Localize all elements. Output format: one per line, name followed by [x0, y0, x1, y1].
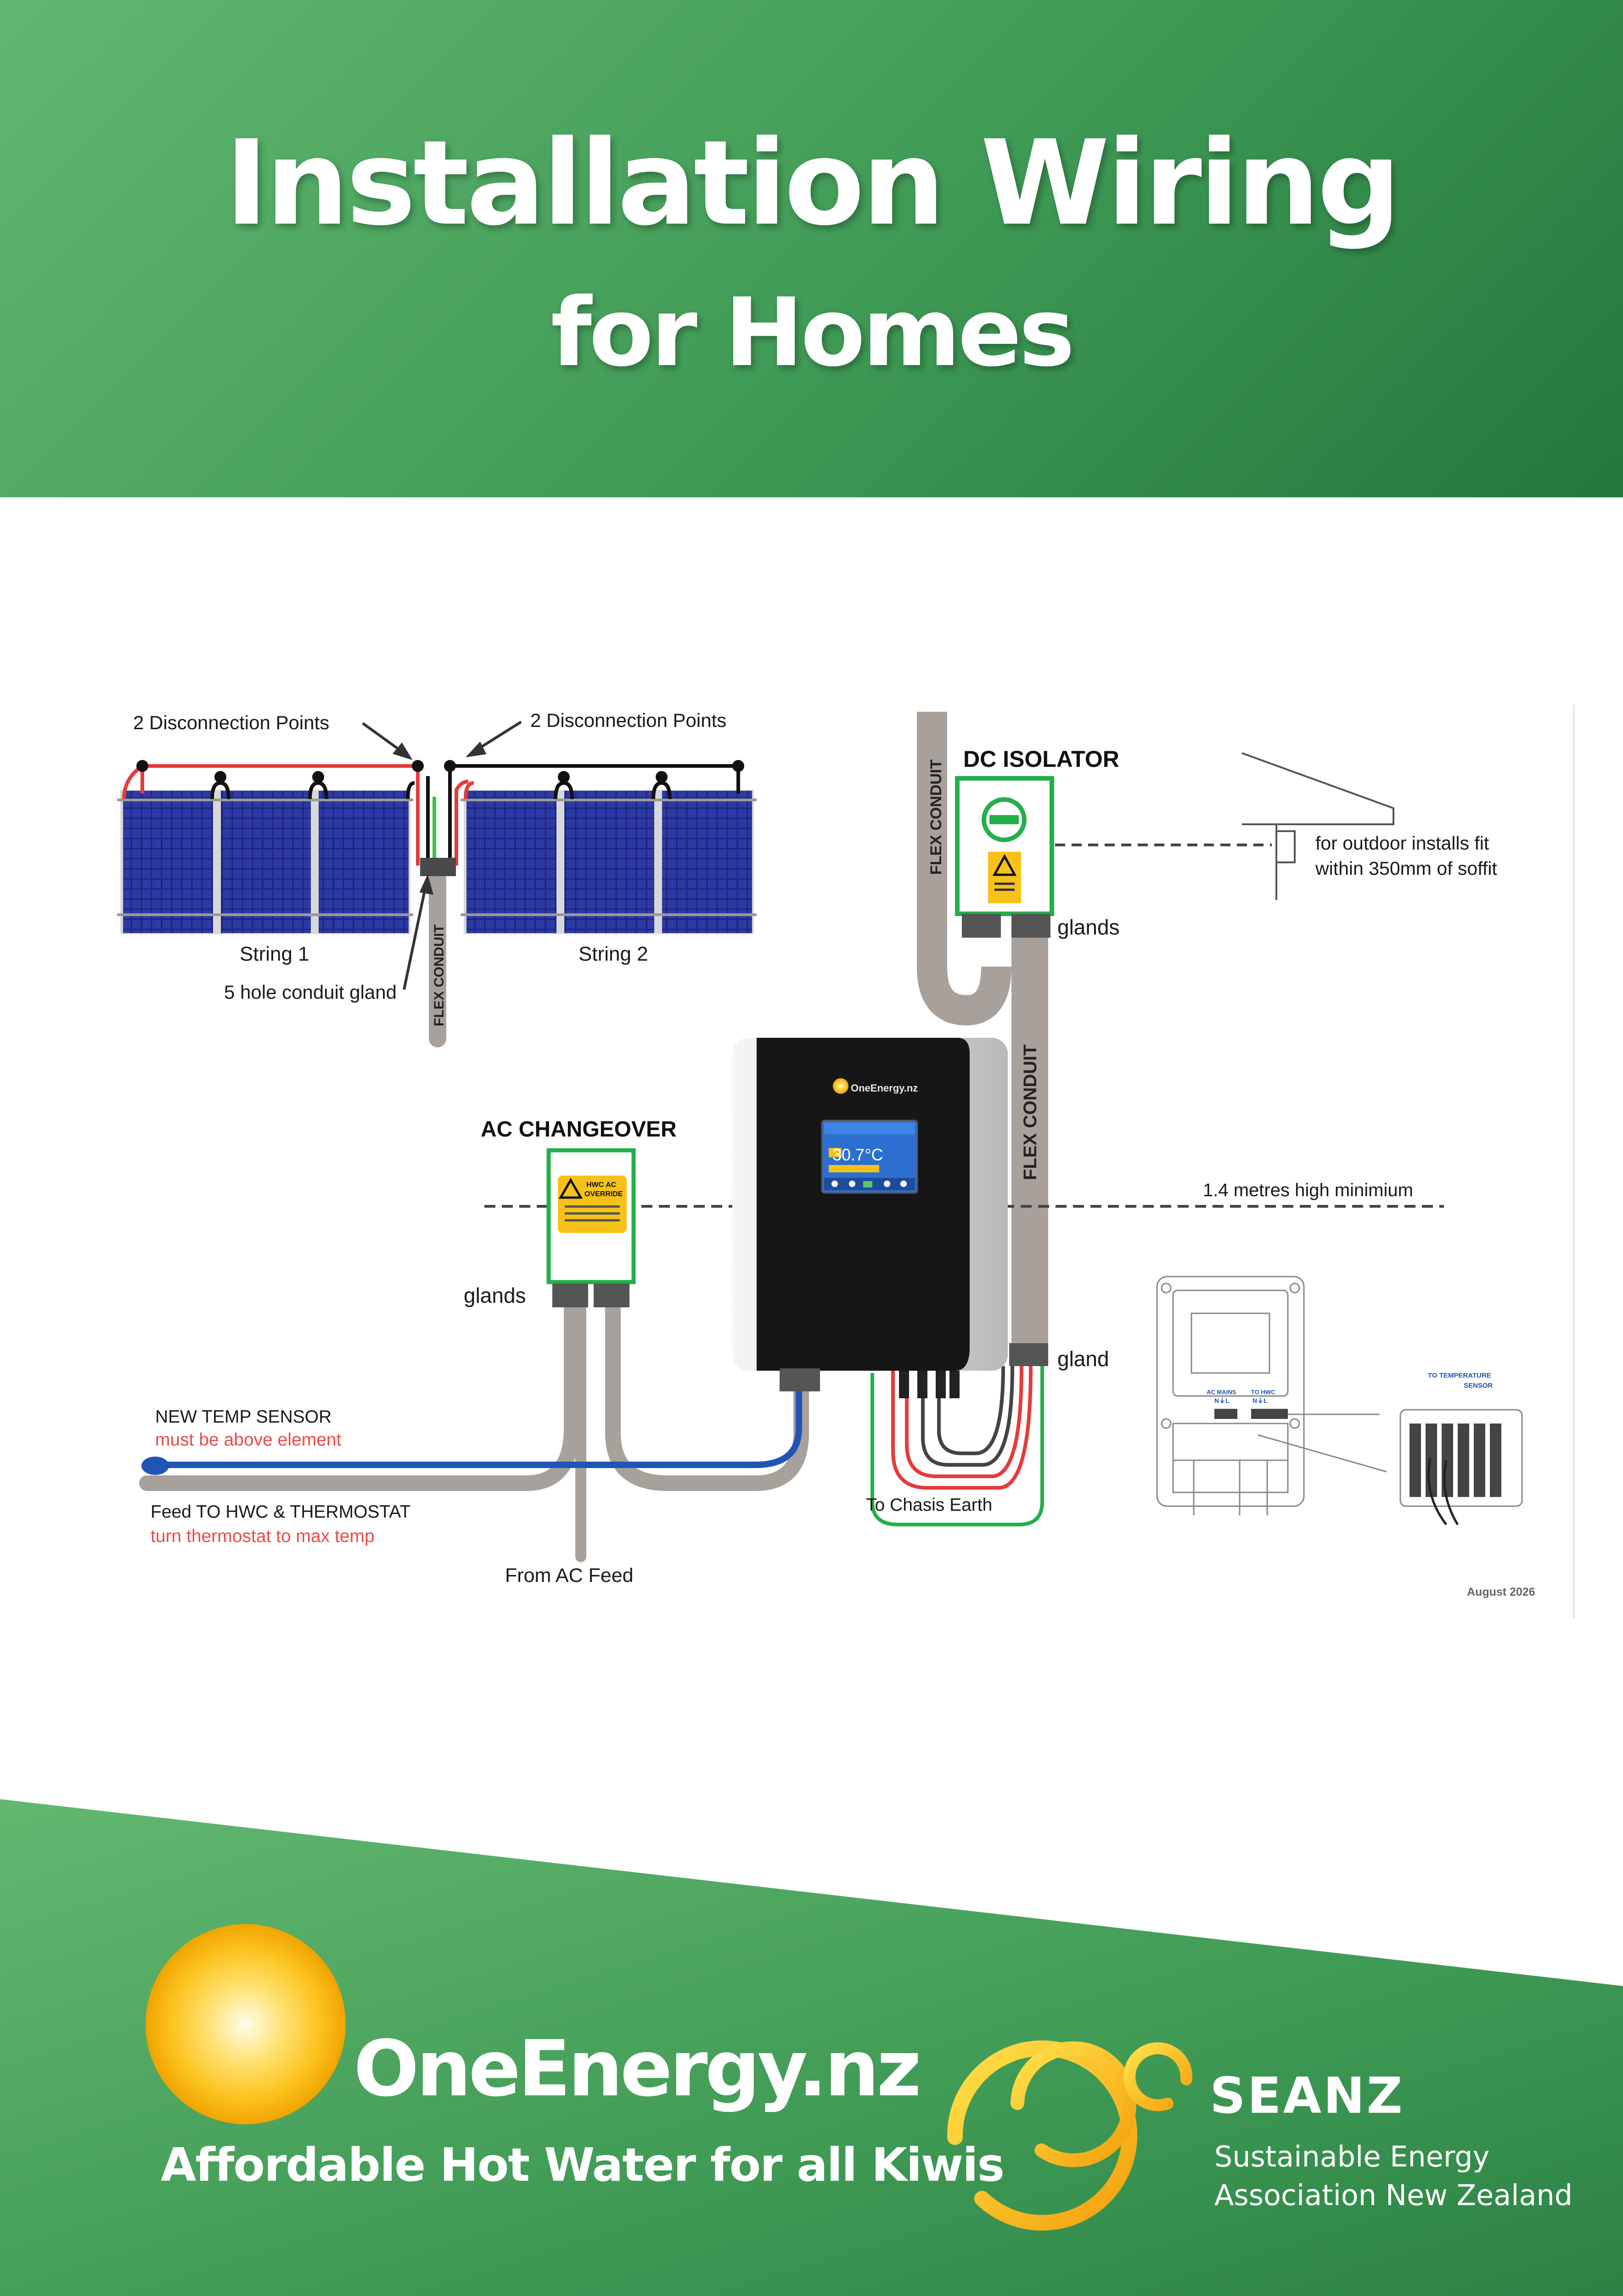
brand-name: OneEnergy.nz [354, 2024, 921, 2114]
ac-gland-right [594, 1283, 629, 1307]
warning-triangle-icon [558, 1178, 583, 1199]
feed-wiring [139, 1285, 809, 1562]
device-screen [821, 1120, 918, 1194]
ac-glands-label: glands [464, 1283, 526, 1307]
dc-wiring [870, 1366, 1044, 1526]
diagram-date: August 2026 [1467, 1586, 1535, 1598]
flex-conduit-label-dc-loop: FLEX CONDUIT [927, 760, 945, 875]
callout-arrows [362, 720, 522, 990]
solar-panel [564, 791, 654, 933]
soffit-note-line1: for outdoor installs fit [1315, 833, 1489, 854]
mc4-connectors [899, 1371, 960, 1398]
footer-banner [0, 1799, 1623, 2296]
page-title: Installation Wiring [225, 115, 1401, 252]
connector-dots [136, 760, 424, 783]
height-note: 1.4 metres high minimium [1203, 1180, 1413, 1200]
ac-mains-nel: N⏚L [1214, 1397, 1230, 1404]
inverter-device: OneEnergy.nz 30.7°C [732, 1038, 1008, 1371]
flex-conduit-label-main: FLEX CONDUIT [1020, 1044, 1040, 1180]
partner-full-line2: Association New Zealand [1214, 2178, 1573, 2212]
temp-sensor-probe [141, 1457, 169, 1475]
disconnection-label-left: 2 Disconnection Points [133, 712, 329, 733]
ac-changeover-label: AC CHANGEOVER [481, 1117, 677, 1142]
ac-changeover: HWC AC OVERRIDE [546, 1148, 636, 1284]
dc-gland-right [1011, 914, 1050, 938]
feed-note: turn thermostat to max temp [151, 1526, 375, 1546]
gland-label: gland [1057, 1347, 1109, 1371]
terminal-blocks [1214, 1409, 1501, 1497]
dc-isolator [955, 776, 1054, 916]
override-label-1: HWC AC [586, 1181, 617, 1189]
solar-panel [662, 791, 752, 933]
device-brand: OneEnergy.nz [851, 1082, 918, 1094]
device-logo-sun-icon [833, 1078, 848, 1094]
ac-gland-left [552, 1283, 588, 1307]
soffit-note-line2: within 350mm of soffit [1315, 858, 1497, 879]
string-2-label: String 2 [578, 943, 648, 965]
solar-string-2 [461, 790, 757, 934]
seanz-logo-icon [947, 2040, 1192, 2231]
partner-short-name: SEANZ [1210, 2067, 1404, 2125]
device-bottom-gland [780, 1368, 820, 1391]
to-hwc-nel: N⏚L [1252, 1397, 1268, 1404]
solar-string-1 [117, 790, 413, 934]
flex-conduit-dc-loop [917, 712, 1011, 1026]
disconnection-label-right: 2 Disconnection Points [530, 709, 726, 731]
solar-panel [123, 791, 213, 933]
flex-conduit-label-panels: FLEX CONDUIT [432, 924, 447, 1026]
page-subtitle: for Homes [550, 278, 1075, 388]
terminal-detail [1156, 1276, 1523, 1515]
oneenergy-sun-logo-icon [146, 1924, 346, 2124]
dc-isolator-label: DC ISOLATOR [963, 746, 1119, 772]
partner-full-name: Sustainable Energy Association New Zeala… [1214, 2138, 1623, 2215]
solar-panel [319, 791, 409, 933]
five-hole-conduit-gland [420, 858, 456, 876]
brand-tagline: Affordable Hot Water for all Kiwis [161, 2138, 1005, 2192]
to-hwc-label: TO HWC [1251, 1389, 1275, 1396]
override-label-2: OVERRIDE [584, 1190, 623, 1198]
dc-glands-label: glands [1057, 915, 1120, 939]
inverter-gland [1009, 1343, 1048, 1366]
chassis-earth-label: To Chasis Earth [866, 1495, 992, 1515]
device-temperature: 30.7°C [832, 1145, 883, 1164]
temp-sensor-note: must be above element [155, 1430, 342, 1450]
ac-mains-label: AC MAINS [1207, 1389, 1236, 1396]
header-banner [0, 0, 1623, 497]
connector-dots [444, 760, 744, 783]
partner-full-line1: Sustainable Energy [1214, 2140, 1490, 2173]
soffit-drawing [1241, 752, 1394, 900]
temp-sensor-title: NEW TEMP SENSOR [155, 1407, 331, 1427]
feed-title: Feed TO HWC & THERMOSTAT [151, 1502, 410, 1522]
solar-panel [466, 791, 556, 933]
ac-feed-label: From AC Feed [505, 1564, 634, 1587]
flex-conduit-main [1011, 923, 1048, 1345]
dc-gland-left [962, 914, 1001, 938]
conduit-gland-label: 5 hole conduit gland [224, 981, 397, 1003]
string-1-label: String 1 [240, 943, 309, 965]
solar-panel [221, 791, 311, 933]
to-temp-sensor-label-1: TO TEMPERATURE [1428, 1372, 1491, 1379]
to-temp-sensor-label-2: SENSOR [1464, 1382, 1493, 1390]
warning-triangle-icon [992, 854, 1017, 876]
wiring-diagram: FLEX CONDUIT 2 Disconnection Points 2 Di… [117, 705, 1575, 1619]
